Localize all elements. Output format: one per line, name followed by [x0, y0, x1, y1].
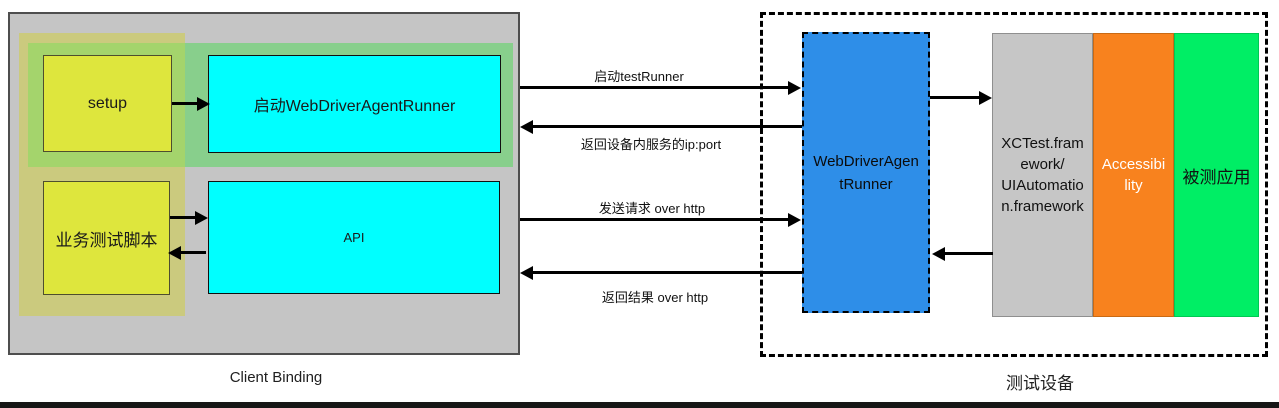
api-box: API [208, 181, 500, 294]
arrow-wda-to-xctest [930, 90, 992, 105]
arrow-setup-to-launch [172, 96, 210, 111]
arrow-send-request [520, 212, 801, 227]
arrow-launch-testrunner [520, 80, 801, 95]
launch-webdriveragentrunner-label: 启动WebDriverAgentRunner [253, 98, 456, 115]
arrow-return-result [520, 265, 802, 280]
message-return-ip-port: 返回设备内服务的ip:port [580, 137, 722, 152]
accessibility-label: Accessibi lity [1101, 156, 1166, 194]
app-under-test-label: 被测应用 [1182, 167, 1251, 187]
message-return-result: 返回结果 over http [601, 290, 709, 305]
arrow-api-to-script [168, 245, 206, 260]
setup-box: setup [43, 55, 172, 152]
app-under-test-box: 被测应用 [1174, 33, 1259, 317]
client-binding-caption: Client Binding [229, 369, 323, 386]
arrow-xctest-to-wda [932, 246, 993, 261]
webdriveragentrunner-box: WebDriverAgen tRunner [802, 32, 930, 313]
test-device-caption: 测试设备 [1006, 374, 1074, 393]
business-test-script-label: 业务测试脚本 [55, 230, 158, 250]
message-launch-testrunner: 启动testRunner [594, 69, 684, 84]
business-test-script-box: 业务测试脚本 [43, 181, 170, 295]
xctest-framework-label: XCTest.fram ework/ UIAutomatio n.framewo… [1001, 135, 1084, 215]
api-label: API [343, 230, 365, 245]
arrow-return-ip-port [520, 119, 802, 134]
launch-webdriveragentrunner-box: 启动WebDriverAgentRunner [208, 55, 501, 153]
xctest-framework-box: XCTest.fram ework/ UIAutomatio n.framewo… [992, 33, 1093, 317]
bottom-black-bar [0, 402, 1279, 408]
message-send-request: 发送请求 over http [598, 201, 706, 216]
accessibility-box: Accessibi lity [1093, 33, 1174, 317]
setup-label: setup [87, 94, 128, 112]
webdriveragentrunner-label: WebDriverAgen tRunner [813, 152, 919, 193]
arrow-script-to-api [170, 210, 208, 225]
test-device-container [760, 12, 1268, 357]
